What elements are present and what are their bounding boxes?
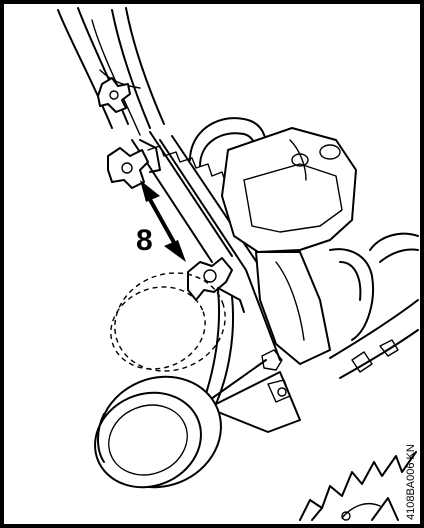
wheel-arm [203,289,301,433]
double-arrow-icon [140,180,186,262]
tiller-tines [299,451,417,521]
callout-number: 8 [136,224,153,257]
transport-wheel [94,375,222,489]
handlebar [57,7,165,136]
engine-housing [189,117,374,365]
adjustment-knob-icon [97,77,131,113]
adjustment-knob-icon [107,139,161,189]
drawing-code: 4108BA006 KN [405,444,417,520]
wheel-alternate-position [110,272,226,372]
tine-guard [329,232,419,379]
adjustment-knob-icon [187,257,245,313]
